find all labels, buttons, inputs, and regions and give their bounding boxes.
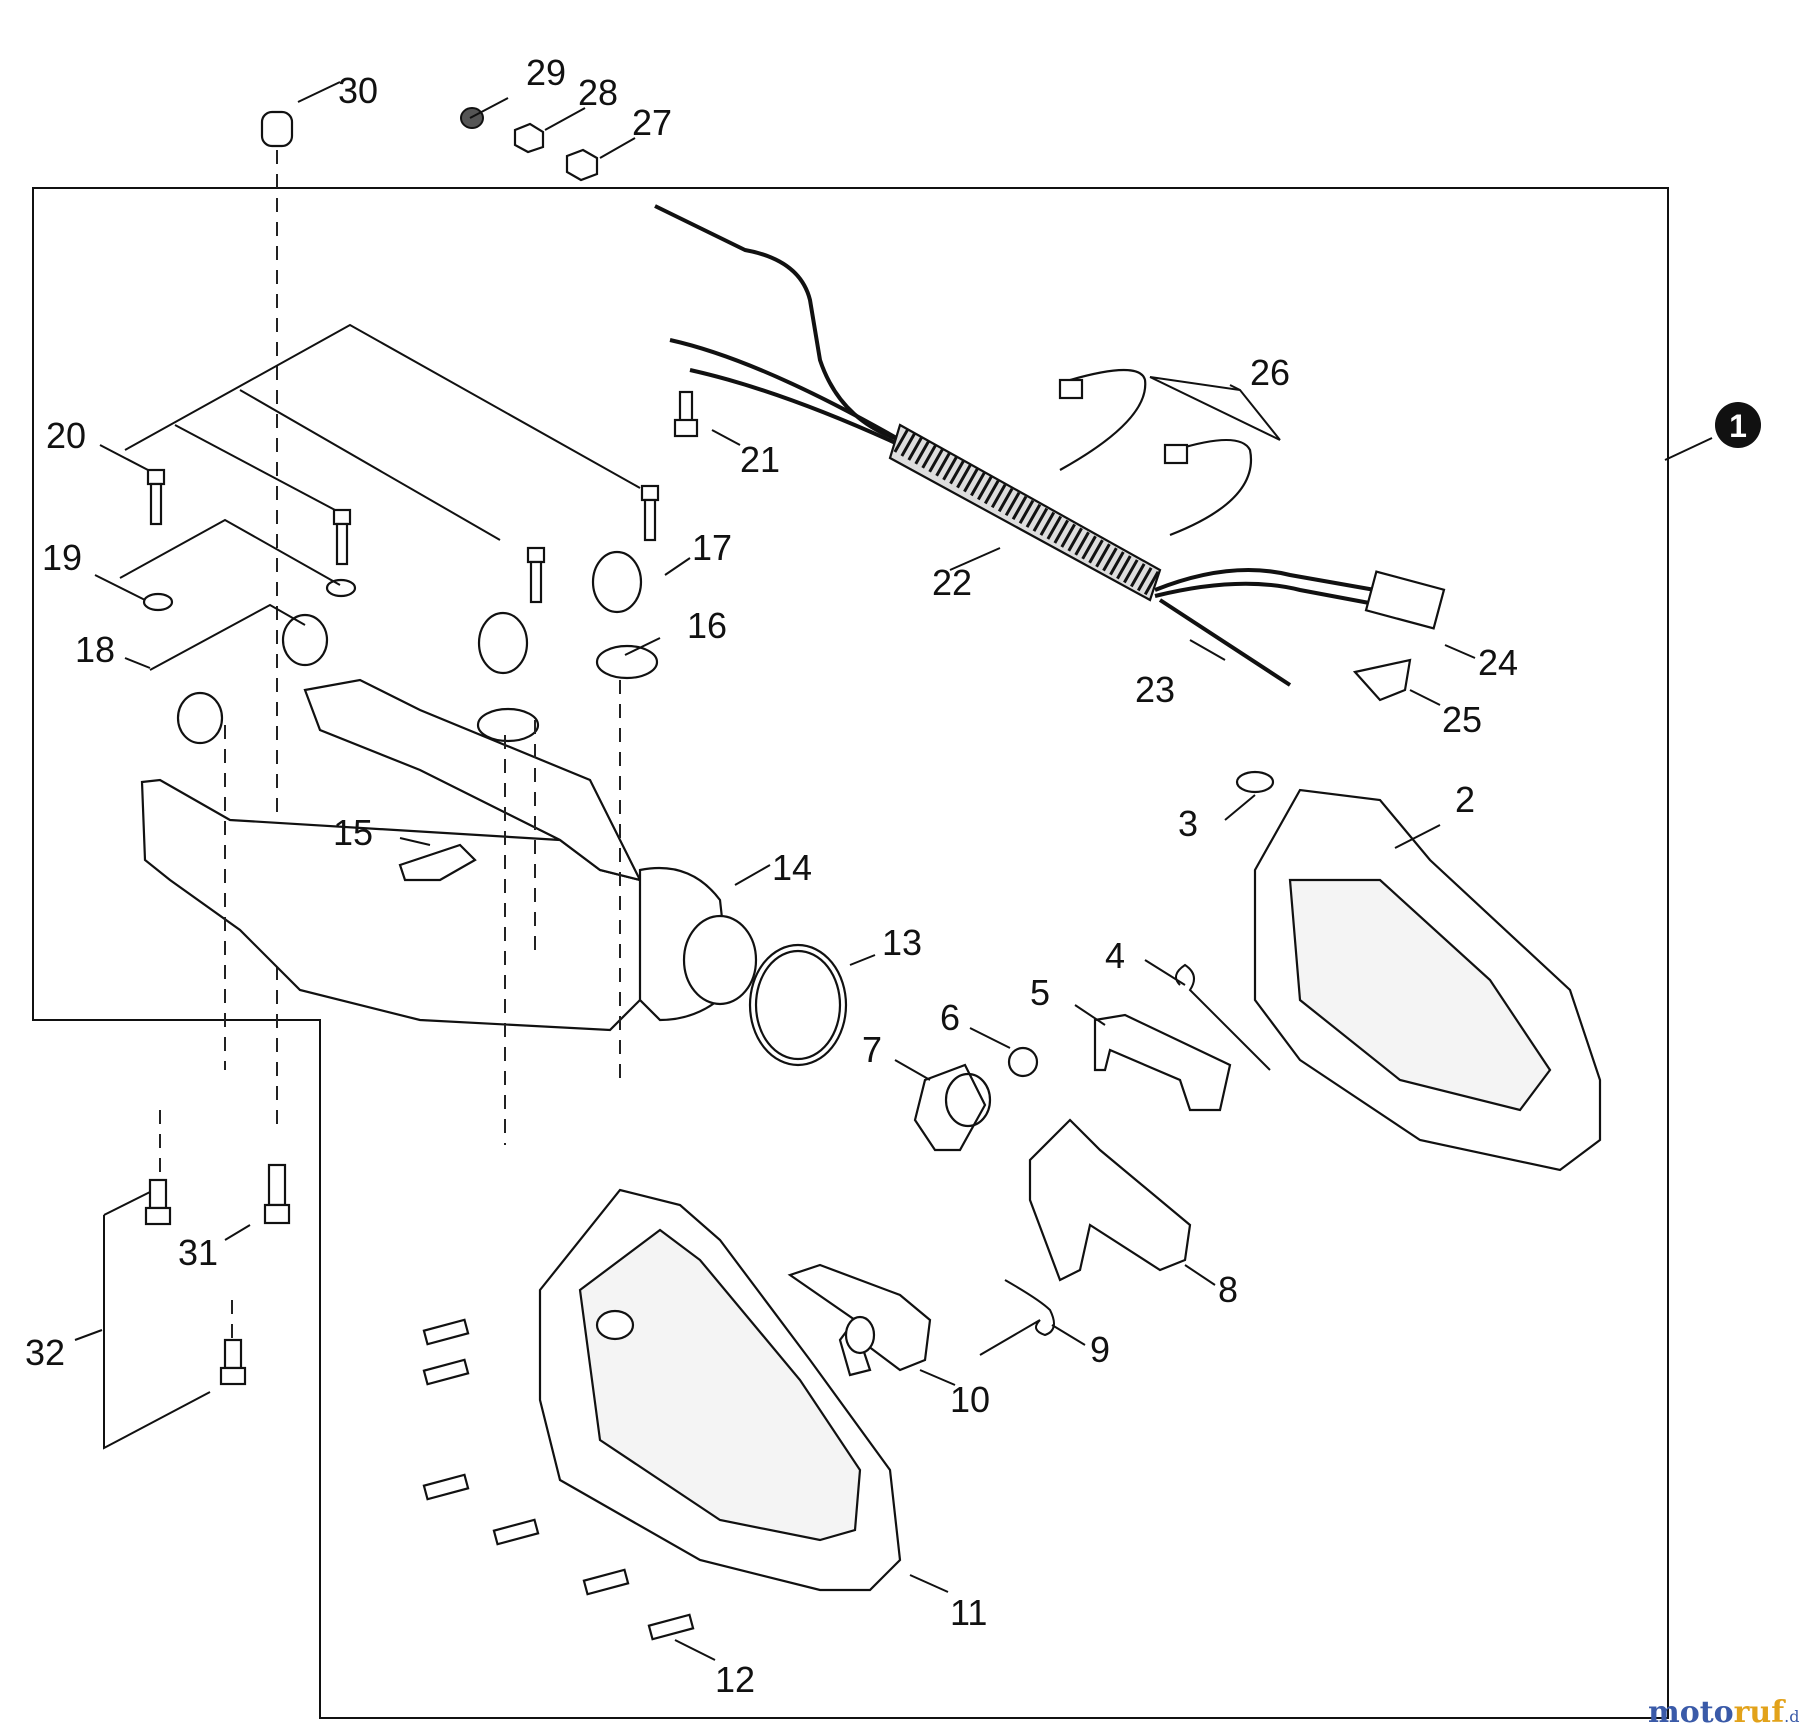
callout-13: 13 xyxy=(882,922,922,963)
part-6-spring xyxy=(1007,1046,1039,1078)
callout-14: 14 xyxy=(772,847,812,888)
callout-4: 4 xyxy=(1105,935,1125,976)
part-5-lever xyxy=(1093,1013,1232,1112)
part-9-spring xyxy=(979,1279,1055,1356)
part-8-throttle-trigger xyxy=(1028,1118,1192,1282)
part-14-handle-base xyxy=(140,678,758,1145)
callout-21: 21 xyxy=(740,439,780,480)
part-26-cable-ties xyxy=(1058,368,1253,537)
callout-32: 32 xyxy=(25,1332,65,1373)
callout-15: 15 xyxy=(333,812,373,853)
part-27-nut xyxy=(565,148,599,182)
callout-12: 12 xyxy=(715,1659,755,1700)
part-21-screw xyxy=(673,390,699,438)
callout-labels: 2 3 4 5 6 7 8 9 10 11 12 13 14 15 16 17 … xyxy=(25,52,1518,1700)
part-24-connector xyxy=(1364,570,1446,630)
watermark: motoruf.de xyxy=(1648,1695,1800,1730)
callout-9: 9 xyxy=(1090,1329,1110,1370)
part-15-clip xyxy=(398,843,477,882)
part-28-nut xyxy=(513,122,545,154)
callout-6: 6 xyxy=(940,997,960,1038)
part-2-handle-half xyxy=(1253,788,1602,1172)
part-20-screws xyxy=(146,468,660,604)
callout-19: 19 xyxy=(42,537,82,578)
part-31-screw xyxy=(263,1163,291,1225)
callout-2: 2 xyxy=(1455,779,1475,820)
callout-30: 30 xyxy=(338,70,378,111)
callout-20: 20 xyxy=(46,415,86,456)
part-13-o-ring xyxy=(748,943,848,1067)
part-16-mounts xyxy=(476,644,659,743)
part-30-cap xyxy=(260,110,294,1125)
callout-8: 8 xyxy=(1218,1269,1238,1310)
part-12-screws xyxy=(422,1318,695,1641)
assembly-badge: 1 xyxy=(1715,402,1761,448)
callout-7: 7 xyxy=(862,1029,882,1070)
callout-29: 29 xyxy=(526,52,566,93)
callout-25: 25 xyxy=(1442,699,1482,740)
callout-18: 18 xyxy=(75,629,115,670)
callout-24: 24 xyxy=(1478,642,1518,683)
part-22-wire-harness xyxy=(654,204,1381,687)
callout-16: 16 xyxy=(687,605,727,646)
part-11-handle-half xyxy=(538,1188,902,1592)
callout-26: 26 xyxy=(1250,352,1290,393)
part-3-grommet xyxy=(1235,770,1275,794)
svg-text:motoruf.de: motoruf.de xyxy=(1648,1695,1800,1730)
callout-28: 28 xyxy=(578,72,618,113)
leader-lines xyxy=(74,81,1713,1661)
callout-22: 22 xyxy=(932,562,972,603)
callout-23: 23 xyxy=(1135,669,1175,710)
assembly-frame xyxy=(32,187,1669,1719)
svg-text:1: 1 xyxy=(1729,408,1747,444)
part-17-springs xyxy=(477,550,643,675)
callout-11: 11 xyxy=(950,1592,987,1633)
part-10-lock-lever xyxy=(787,1263,932,1377)
callout-5: 5 xyxy=(1030,972,1050,1013)
part-25-label xyxy=(1352,658,1412,702)
part-7-bracket xyxy=(913,1063,992,1152)
callout-31: 31 xyxy=(178,1232,218,1273)
callout-10: 10 xyxy=(950,1379,990,1420)
part-32-screws xyxy=(144,1110,247,1386)
callout-3: 3 xyxy=(1178,803,1198,844)
callout-27: 27 xyxy=(632,102,672,143)
part-19-washers xyxy=(142,578,357,612)
part-18-springs xyxy=(176,613,329,745)
callout-17: 17 xyxy=(692,527,732,568)
